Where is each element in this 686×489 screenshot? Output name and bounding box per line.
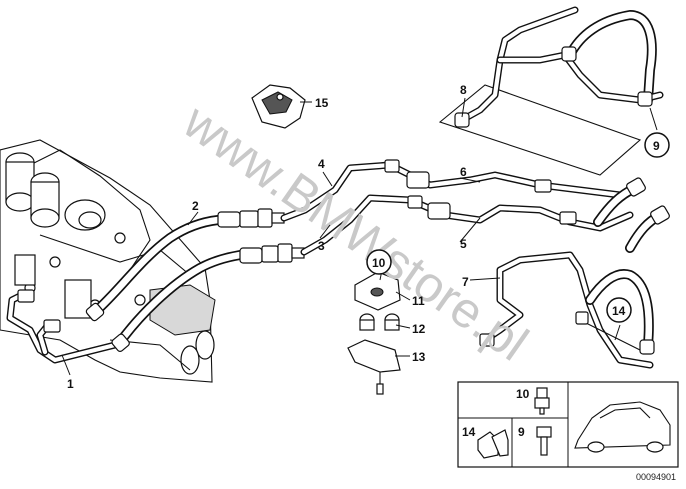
fittings-middle xyxy=(217,208,305,264)
callout-9-circled: 9 xyxy=(653,139,660,153)
callout-14-circled: 14 xyxy=(612,304,626,318)
hose-ends-right xyxy=(593,177,670,253)
callout-12: 12 xyxy=(412,322,426,336)
inset-panel xyxy=(457,381,679,468)
callout-3: 3 xyxy=(318,239,325,253)
callout-7: 7 xyxy=(462,275,469,289)
line-4-6 xyxy=(280,159,624,222)
callout-1: 1 xyxy=(67,377,74,391)
callout-8: 8 xyxy=(460,83,467,97)
top-right-assembly xyxy=(438,6,664,176)
callout-6: 6 xyxy=(460,165,467,179)
inset-label-9: 9 xyxy=(518,425,525,439)
callout-2: 2 xyxy=(192,199,199,213)
bracket-group xyxy=(347,271,401,395)
inset-label-14: 14 xyxy=(462,425,476,439)
circled-callouts: 9 10 14 xyxy=(366,132,670,323)
part-15-clip xyxy=(251,84,306,129)
part-code: 00094901 xyxy=(636,472,676,482)
hose-2 xyxy=(85,215,245,353)
callouts: 1 2 3 4 5 6 7 8 11 12 13 15 xyxy=(67,83,469,391)
callout-13: 13 xyxy=(412,350,426,364)
callout-11: 11 xyxy=(412,294,425,308)
callout-5: 5 xyxy=(460,237,467,251)
callout-4: 4 xyxy=(318,157,325,171)
inset-label-10: 10 xyxy=(516,387,530,401)
callout-15: 15 xyxy=(315,96,329,110)
line-7-assembly xyxy=(479,251,655,369)
inset-labels: 10 9 14 xyxy=(462,387,530,439)
callout-10-circled: 10 xyxy=(372,256,386,270)
watermark: www.BMWstore.pl xyxy=(173,93,538,372)
line-1 xyxy=(6,289,119,364)
line-3-5 xyxy=(300,194,634,256)
